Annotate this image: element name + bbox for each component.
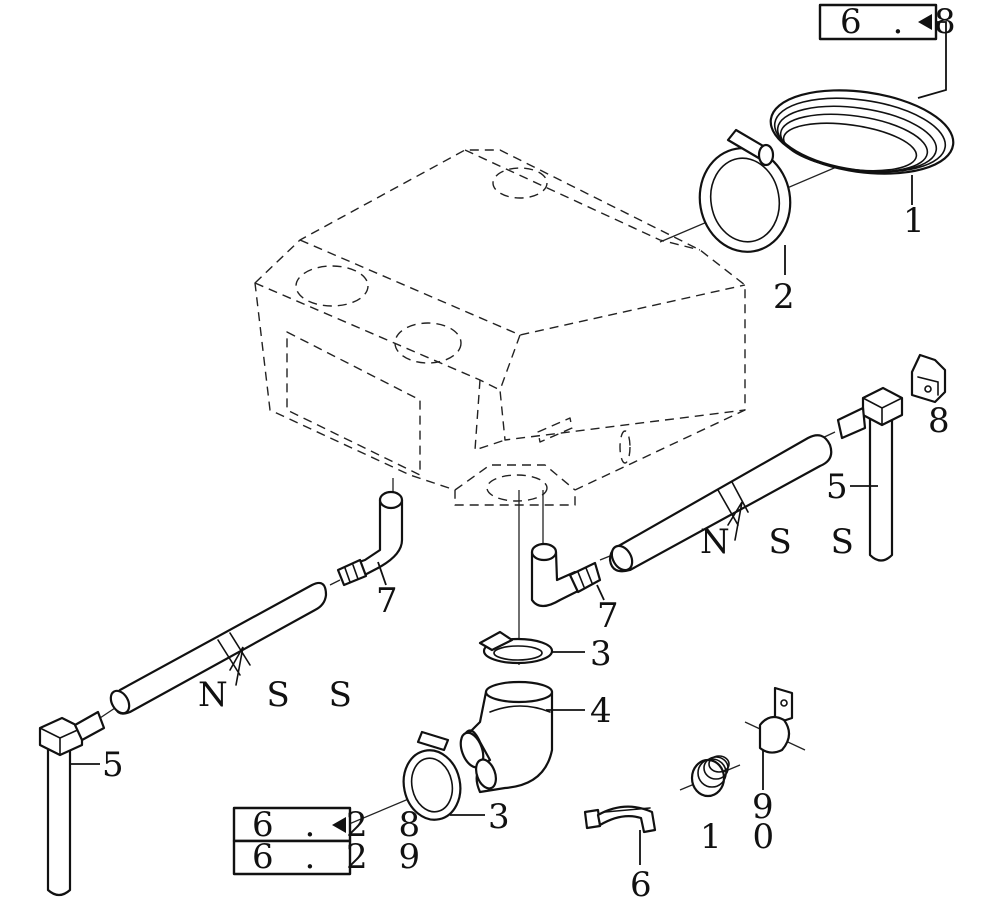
label-part-5-left: 5 [102, 745, 126, 785]
label-part-6: 6 [630, 865, 654, 905]
label-nss-left: N S S [198, 675, 366, 715]
label-part-2: 2 [773, 277, 797, 317]
pipe-elbow-part-5-left [38, 710, 106, 897]
tank-outline [254, 149, 746, 506]
reference-leader-top [917, 21, 947, 99]
hose-clamp-part-3-top [478, 630, 585, 665]
label-part-4: 4 [590, 691, 614, 731]
label-part-3-top: 3 [590, 634, 614, 674]
cable-tie-part-6 [583, 805, 657, 865]
part-labels: 1 2 8 5 N S S 7 7 3 N S S 4 5 9 3 1 0 6 [102, 201, 952, 905]
hose-clamp-part-2 [698, 128, 792, 275]
reference-box-top[interactable]: 6 . 8 [818, 2, 966, 99]
elbow-fitting-part-7-right [530, 542, 605, 608]
reference-arrow-top [918, 14, 932, 30]
label-nss-right: N S S [700, 522, 868, 562]
label-part-5-right: 5 [826, 467, 850, 507]
clip-part-9 [758, 686, 794, 790]
elbow-fitting-part-7-left [336, 490, 404, 587]
label-part-9: 9 [752, 787, 776, 827]
hose-right-nss [608, 434, 833, 573]
hose-clamp-part-3-bottom [402, 730, 485, 821]
label-part-8: 8 [928, 401, 952, 441]
label-part-7-left: 7 [376, 581, 400, 621]
reference-bottom-2-text: 6 . 2 9 [252, 837, 430, 877]
label-part-3-bottom: 3 [488, 797, 512, 837]
hose-left-nss [109, 581, 328, 715]
grommet-part-10 [690, 755, 730, 798]
label-part-10: 1 0 [700, 817, 784, 857]
bracket-part-8 [910, 353, 947, 404]
label-part-7-right: 7 [597, 596, 621, 636]
pipe-elbow-part-5-right [836, 386, 904, 562]
reference-arrow-bottom [332, 817, 346, 833]
elbow-hose-part-4 [459, 680, 585, 794]
reference-box-bottom[interactable]: 6 . 2 8 6 . 2 9 [232, 805, 430, 877]
hose-part-1 [769, 89, 955, 205]
label-part-1: 1 [903, 201, 927, 241]
